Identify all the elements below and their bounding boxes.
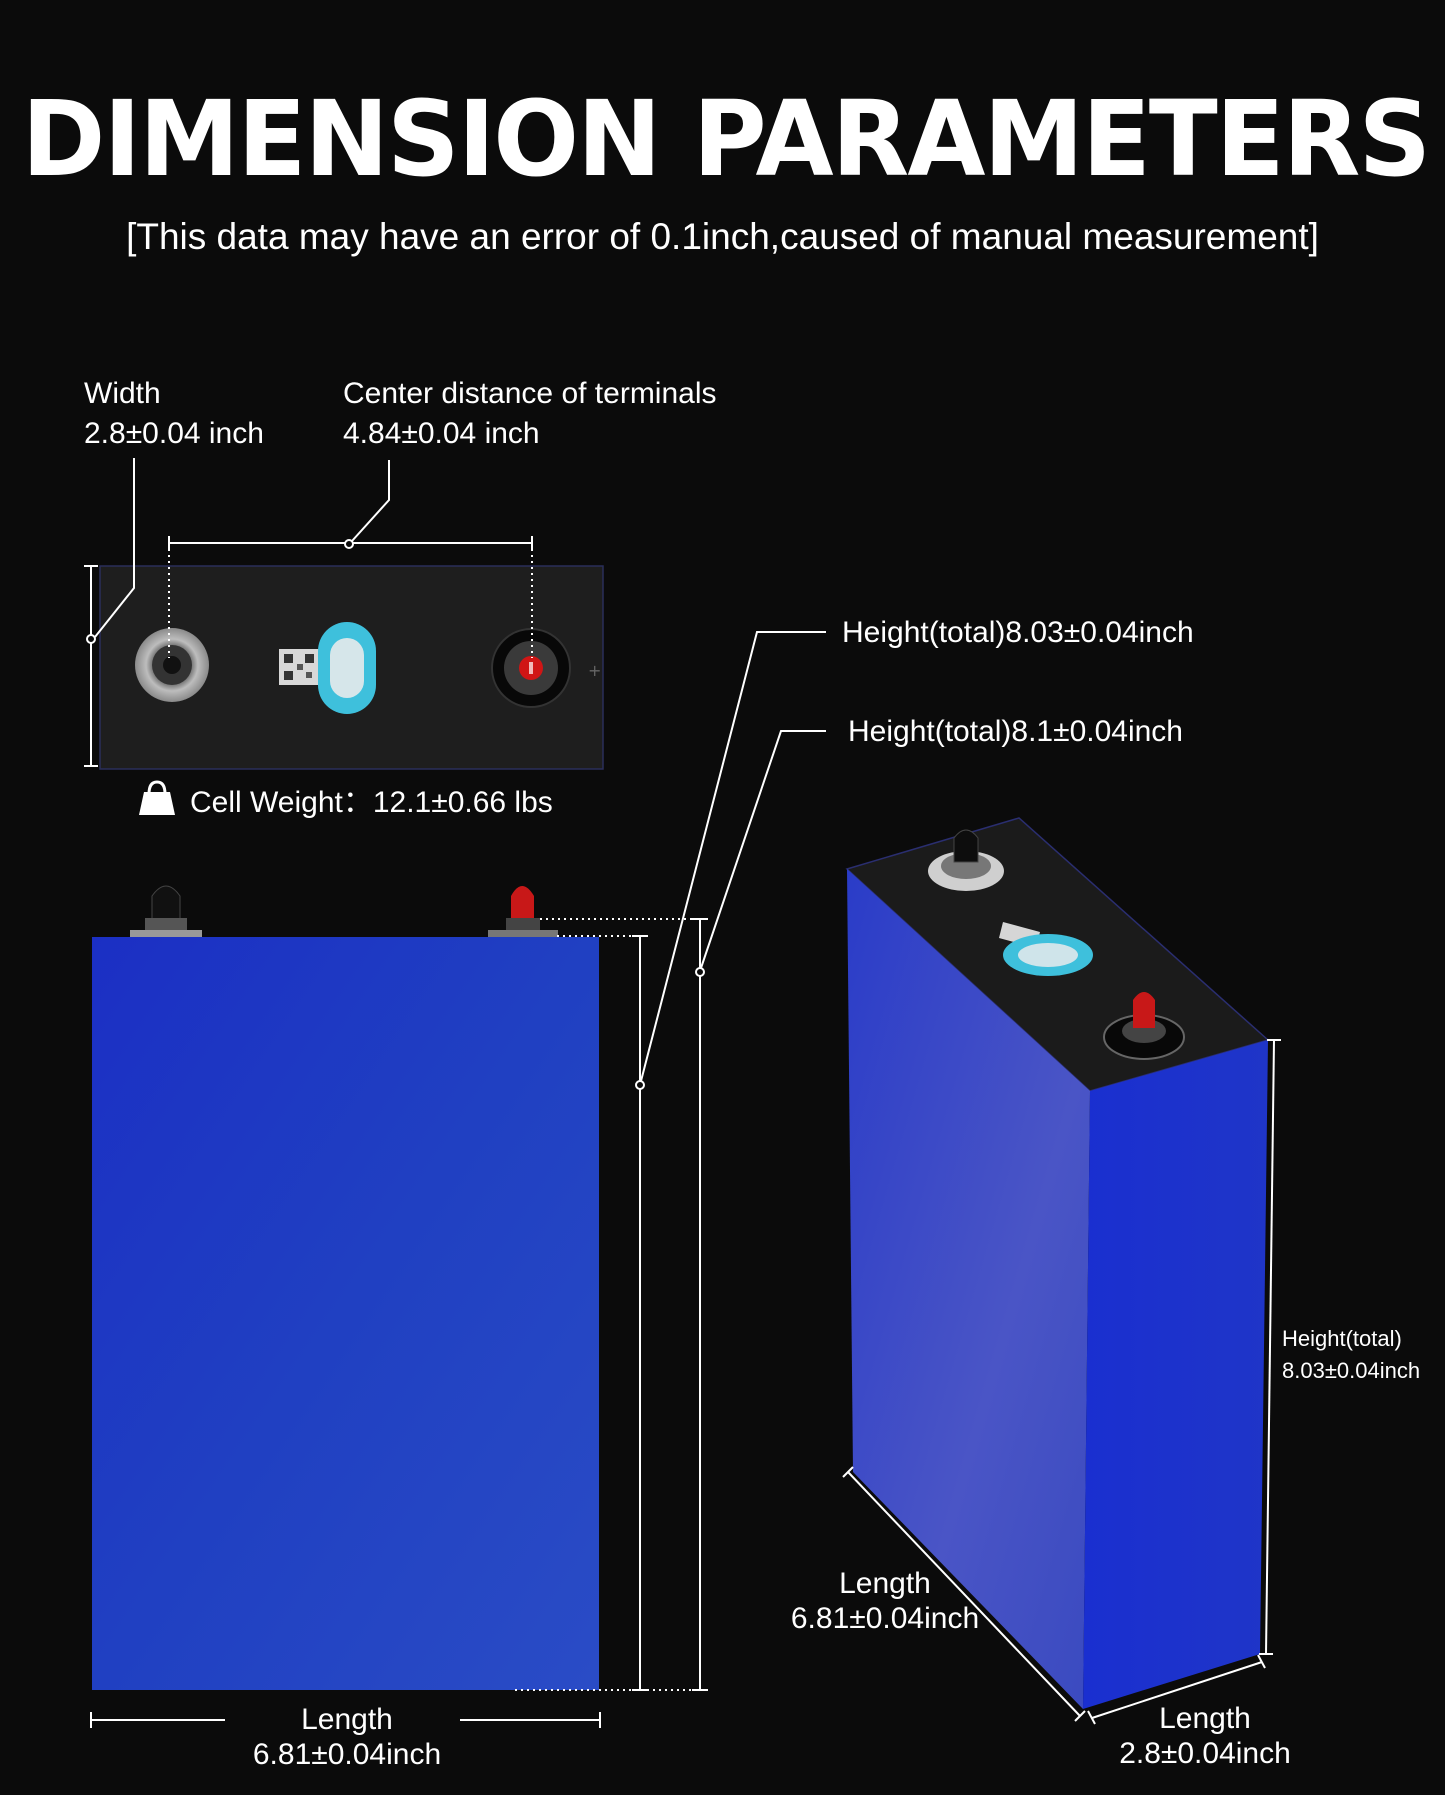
iso-depth-value: 2.8±0.04inch bbox=[1119, 1737, 1291, 1770]
width-label: Width bbox=[84, 377, 161, 410]
plus-mark: + bbox=[588, 661, 601, 680]
isometric-view bbox=[842, 817, 1281, 1725]
top-view: + bbox=[84, 458, 604, 770]
iso-height-label: Height(total) bbox=[1282, 1326, 1402, 1351]
width-value: 2.8±0.04 inch bbox=[84, 417, 264, 450]
negative-terminal-top bbox=[135, 628, 209, 702]
positive-terminal-iso bbox=[1103, 992, 1185, 1060]
front-length-value: 6.81±0.04inch bbox=[252, 1738, 442, 1771]
positive-terminal-top bbox=[491, 628, 571, 708]
width-leader-line bbox=[94, 458, 135, 638]
safety-vent-iso bbox=[1003, 934, 1093, 976]
height-b-text: Height(total)8.1±0.04inch bbox=[848, 715, 1183, 748]
center-leader-line bbox=[351, 460, 390, 542]
cell-weight-text: Cell Weight：12.1±0.66 lbs bbox=[190, 786, 553, 819]
qr-label-icon bbox=[279, 649, 319, 685]
measurement-note: [This data may have an error of 0.1inch,… bbox=[126, 216, 1319, 257]
iso-length-dimension-line bbox=[847, 1471, 1081, 1717]
front-length-label: Length bbox=[301, 1703, 393, 1736]
height-a-leader-line bbox=[640, 631, 826, 1082]
iso-length-label: Length bbox=[839, 1567, 931, 1600]
iso-depth-label: Length bbox=[1159, 1702, 1251, 1735]
height-b-leader-line bbox=[700, 730, 826, 969]
iso-right-face bbox=[1083, 1040, 1268, 1709]
positive-terminal-front bbox=[488, 886, 558, 938]
negative-terminal-iso bbox=[928, 829, 1004, 891]
front-view bbox=[90, 631, 826, 1728]
iso-depth-dimension-line bbox=[1091, 1661, 1263, 1719]
iso-height-dimension-line bbox=[1265, 1039, 1275, 1655]
weight-bag-icon bbox=[139, 780, 175, 815]
iso-left-face bbox=[847, 869, 1090, 1709]
negative-terminal-front bbox=[130, 885, 202, 938]
center-distance-value: 4.84±0.04 inch bbox=[343, 417, 540, 450]
page-title: DIMENSION PARAMETERS bbox=[21, 78, 1432, 200]
height-a-text: Height(total)8.03±0.04inch bbox=[842, 616, 1194, 649]
iso-height-value: 8.03±0.04inch bbox=[1282, 1358, 1421, 1383]
iso-length-value: 6.81±0.04inch bbox=[790, 1602, 980, 1635]
cell-front-face bbox=[92, 937, 599, 1690]
safety-vent-top bbox=[318, 622, 376, 714]
center-distance-label: Center distance of terminals bbox=[343, 377, 717, 410]
